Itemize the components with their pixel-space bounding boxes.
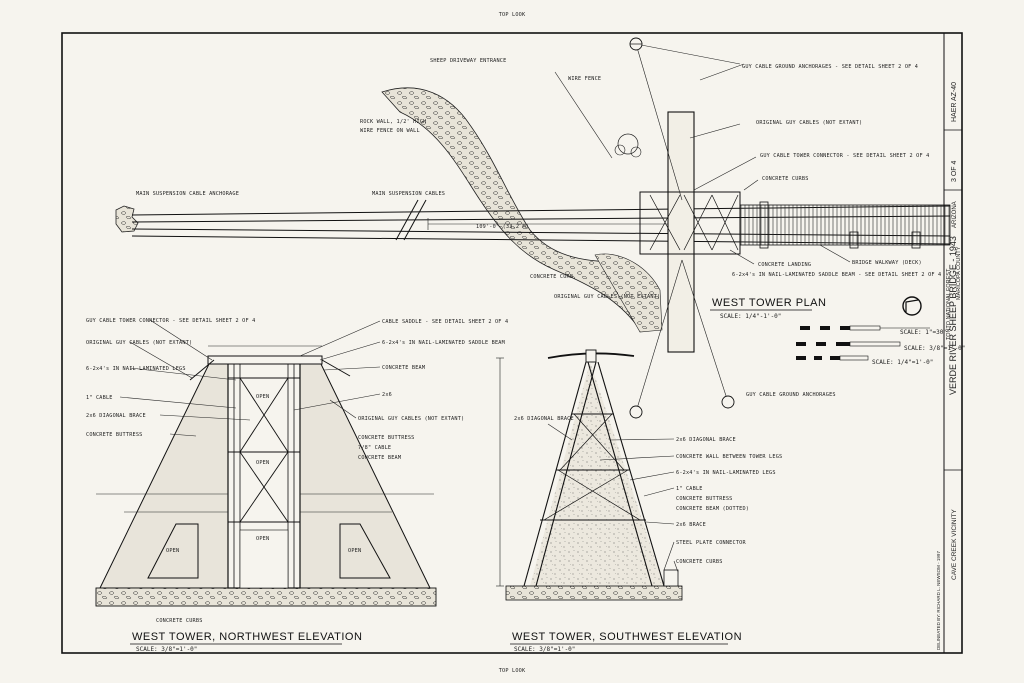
title-block: VERDE RIVER SHEEP BRIDGE - 1943 TONTO NA… bbox=[936, 33, 963, 653]
sw-title: WEST TOWER, SOUTHWEST ELEVATION bbox=[512, 631, 742, 643]
sw-lbl-diag-left: 2x6 DIAGONAL BRACE bbox=[514, 416, 574, 422]
tower-plan bbox=[667, 111, 695, 353]
sw-lbl-buttress: CONCRETE BUTTRESS bbox=[676, 496, 733, 502]
lbl-guy-connector: GUY CABLE TOWER CONNECTOR - SEE DETAIL S… bbox=[760, 153, 929, 159]
anchorage-symbol bbox=[115, 205, 139, 233]
nw-lbl-cable: 1" CABLE bbox=[86, 395, 113, 401]
nw-lbl-saddle-detail: CABLE SADDLE - SEE DETAIL SHEET 2 OF 4 bbox=[382, 319, 508, 325]
lbl-guy-anchor-top: GUY CABLE GROUND ANCHORAGES - SEE DETAIL… bbox=[742, 64, 918, 70]
nw-scale: SCALE: 3/8"=1'-0" bbox=[136, 646, 197, 653]
plan-title: WEST TOWER PLAN bbox=[712, 297, 826, 309]
nw-lbl-saddle-beam: 6-2x4's IN NAIL-LAMINATED SADDLE BEAM bbox=[382, 340, 505, 346]
sw-lbl-legs: 6-2x4's IN NAIL-LAMINATED LEGS bbox=[676, 470, 776, 476]
lbl-concrete-curbs: CONCRETE CURBS bbox=[762, 176, 809, 182]
southwest-elevation: 2x6 DIAGONAL BRACE 2x6 DIAGONAL BRACE CO… bbox=[496, 349, 782, 653]
nw-lbl-open3: OPEN bbox=[256, 536, 269, 542]
plan-scale: SCALE: 1/4"-1'-0" bbox=[720, 313, 781, 320]
nw-lbl-buttress: CONCRETE BUTTRESS bbox=[86, 432, 143, 438]
west-tower-plan: SHEEP DRIVEWAY ENTRANCE WIRE FENCE ROCK … bbox=[115, 37, 951, 419]
nw-lbl-orig-guy2: ORIGINAL GUY CABLES (NOT EXTANT) bbox=[358, 416, 464, 422]
sw-lbl-diag: 2x6 DIAGONAL BRACE bbox=[676, 437, 736, 443]
nw-lbl-conc-beam2: CONCRETE BEAM bbox=[358, 455, 401, 461]
sw-lbl-curbs: CONCRETE CURBS bbox=[676, 559, 723, 565]
scale-2-label: SCALE: 3/8"=1'-0" bbox=[904, 345, 965, 352]
nw-lbl-guy-connector: GUY CABLE TOWER CONNECTOR - SEE DETAIL S… bbox=[86, 318, 255, 324]
nw-lbl-open4: OPEN bbox=[166, 548, 179, 554]
nw-lbl-cable78: 7/8" CABLE bbox=[358, 445, 391, 451]
sw-lbl-wall: CONCRETE WALL BETWEEN TOWER LEGS bbox=[676, 454, 782, 460]
north-arrow bbox=[902, 296, 922, 316]
lbl-concrete-landing: CONCRETE LANDING bbox=[758, 262, 811, 268]
nw-title: WEST TOWER, NORTHWEST ELEVATION bbox=[132, 631, 362, 643]
nw-lbl-orig-guy: ORIGINAL GUY CABLES (NOT EXTANT) bbox=[86, 340, 192, 346]
tb-sheet: 3 OF 4 bbox=[951, 160, 958, 182]
sw-concrete-wall bbox=[530, 362, 664, 586]
tb-main: VERDE RIVER SHEEP BRIDGE - 1943 bbox=[948, 236, 958, 395]
lbl-sheep-driveway: SHEEP DRIVEWAY ENTRANCE bbox=[430, 58, 506, 64]
lbl-main-cables: MAIN SUSPENSION CABLES bbox=[372, 191, 445, 197]
nw-lbl-conc-buttress: CONCRETE BUTTRESS bbox=[358, 435, 415, 441]
northwest-elevation: GUY CABLE TOWER CONNECTOR - SEE DETAIL S… bbox=[86, 318, 508, 653]
nw-lbl-2x6: 2x6 bbox=[382, 392, 392, 398]
lbl-dimension: 109'-0" (33.2 M) bbox=[476, 224, 529, 230]
tb-state: ARIZONA bbox=[952, 201, 958, 228]
anchor-circle-br bbox=[721, 395, 735, 409]
lbl-wire-fence-wall: WIRE FENCE ON WALL bbox=[360, 128, 420, 134]
scale-3-label: SCALE: 1/4"=1'-0" bbox=[872, 359, 933, 366]
lbl-wire-fence: WIRE FENCE bbox=[568, 76, 601, 82]
tb-haer: HAER AZ-40 bbox=[951, 82, 958, 122]
sw-scale: SCALE: 3/8"=1'-0" bbox=[514, 646, 575, 653]
nw-lbl-open5: OPEN bbox=[348, 548, 361, 554]
lbl-orig-guy: ORIGINAL GUY CABLES (NOT EXTANT) bbox=[554, 294, 660, 300]
scale-bars: SCALE: 1"=30' SCALE: 3/8"=1'-0" SCALE: 1… bbox=[796, 325, 965, 366]
nw-lbl-open2: OPEN bbox=[256, 460, 269, 466]
nw-lbl-diag: 2x6 DIAGONAL BRACE bbox=[86, 413, 146, 419]
lbl-rock-wall: ROCK WALL, 1/2' HIGH bbox=[360, 119, 426, 125]
nw-lbl-curbs: CONCRETE CURBS bbox=[156, 618, 203, 624]
lbl-guy-anchor-bottom: GUY CABLE GROUND ANCHORAGES bbox=[746, 392, 836, 398]
tb-sub2: MARICOPA COUNTY bbox=[956, 246, 962, 300]
sw-lbl-plate: STEEL PLATE CONNECTOR bbox=[676, 540, 746, 546]
lbl-bridge-walkway: BRIDGE WALKWAY (DECK) bbox=[852, 260, 922, 266]
tb-loc: CAVE CREEK VICINITY bbox=[951, 509, 958, 580]
nw-lbl-open1: OPEN bbox=[256, 394, 269, 400]
tb-sub1: TONTO NATIONAL FOREST bbox=[946, 268, 952, 340]
bridge-walkway bbox=[739, 204, 951, 246]
lbl-concrete-curb: CONCRETE CURB bbox=[530, 274, 573, 280]
sw-lbl-brace: 2x6 BRACE bbox=[676, 522, 706, 528]
nw-lbl-conc-beam: CONCRETE BEAM bbox=[382, 365, 425, 371]
anchor-circle-bl bbox=[629, 405, 643, 419]
footer-note: TOP LOOK bbox=[499, 668, 526, 674]
nw-lbl-legs: 6-2x4's IN NAIL-LAMINATED LEGS bbox=[86, 366, 186, 372]
scale-1-label: SCALE: 1"=30' bbox=[900, 329, 947, 336]
sw-lbl-beam: CONCRETE BEAM (DOTTED) bbox=[676, 506, 749, 512]
lbl-saddle-beam: 6-2x4's IN NAIL-LAMINATED SADDLE BEAM - … bbox=[732, 272, 941, 278]
lbl-orig-guy-right: ORIGINAL GUY CABLES (NOT EXTANT) bbox=[756, 120, 862, 126]
lbl-anchorage: MAIN SUSPENSION CABLE ANCHORAGE bbox=[136, 191, 239, 197]
sw-lbl-cable: 1" CABLE bbox=[676, 486, 703, 492]
header-note: TOP LOOK bbox=[499, 12, 526, 18]
tb-delineator: DELINEATED BY: RICHARD L. NEWSOM - 1997 bbox=[936, 551, 941, 650]
